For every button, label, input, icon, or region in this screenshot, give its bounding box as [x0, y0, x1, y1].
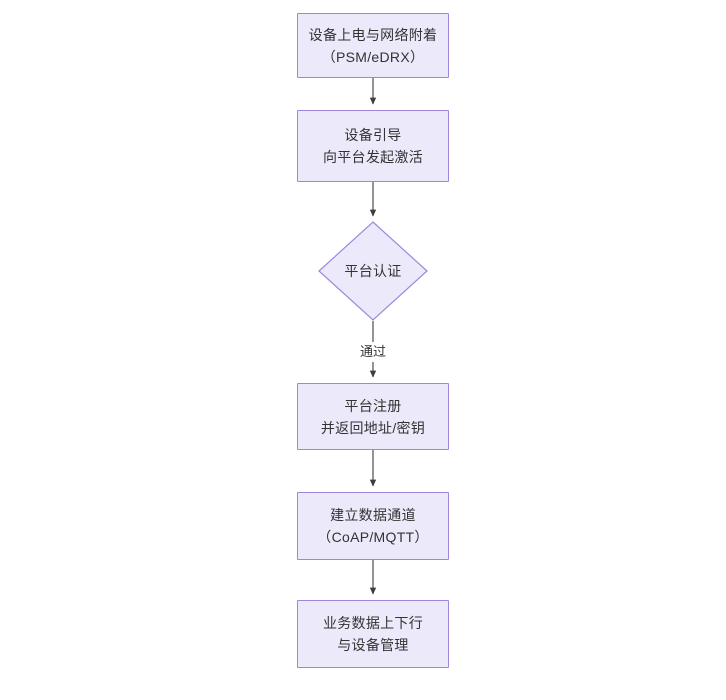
edge-label-pass: 通过: [356, 342, 390, 362]
node-platform-authentication[interactable]: 平台认证: [318, 221, 428, 321]
diamond-shape-icon: [318, 221, 428, 321]
node-label: 业务数据上下行 与设备管理: [322, 615, 424, 653]
node-label: 平台注册 并返回地址/密钥: [320, 397, 426, 436]
node-platform-registration[interactable]: 平台注册 并返回地址/密钥: [297, 383, 449, 450]
node-label: 设备上电与网络附着 （PSM/eDRX）: [308, 26, 438, 65]
node-device-bootstrap[interactable]: 设备引导 向平台发起激活: [297, 110, 449, 182]
node-label: 建立数据通道 （CoAP/MQTT）: [317, 507, 429, 545]
node-establish-data-channel[interactable]: 建立数据通道 （CoAP/MQTT）: [297, 492, 449, 560]
node-device-power-on[interactable]: 设备上电与网络附着 （PSM/eDRX）: [297, 13, 449, 78]
node-label: 平台认证: [344, 263, 402, 279]
node-business-data-and-device-management[interactable]: 业务数据上下行 与设备管理: [297, 600, 449, 668]
node-label: 设备引导 向平台发起激活: [322, 127, 424, 165]
